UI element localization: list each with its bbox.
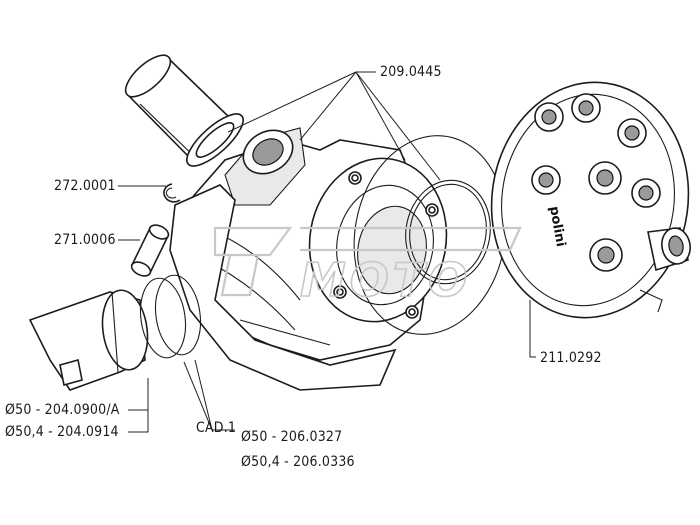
piston [28, 274, 202, 391]
head-bolt-bosses [531, 93, 661, 272]
cylinder-head: polini [490, 81, 691, 319]
intake-tube [124, 54, 244, 167]
circlip [163, 183, 181, 203]
label-rings-50-4: Ø50,4 - 206.0336 [241, 454, 355, 470]
label-cad: CAD.1 [196, 420, 237, 436]
label-gasket-209: 209.0445 [380, 64, 442, 80]
label-circlip-272: 272.0001 [54, 178, 116, 194]
label-piston-50-4: Ø50,4 - 204.0914 [5, 424, 119, 440]
watermark: MOTO [213, 226, 522, 308]
label-head-211: 211.0292 [540, 350, 602, 366]
watermark-text: MOTO [300, 253, 471, 307]
leader-lines [118, 71, 536, 433]
label-pin-271: 271.0006 [54, 232, 116, 248]
head-brand-text: polini [546, 205, 568, 248]
label-rings-50: Ø50 - 206.0327 [241, 429, 343, 445]
piston-pin [130, 224, 170, 277]
label-piston-50: Ø50 - 204.0900/A [5, 402, 120, 418]
